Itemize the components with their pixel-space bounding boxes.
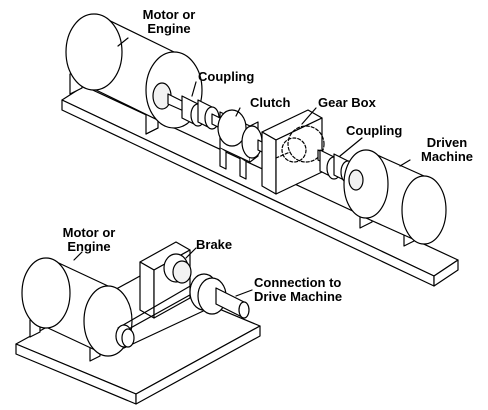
label-connection: Connection to Drive Machine xyxy=(254,276,342,304)
label-gear-box: Gear Box xyxy=(318,95,376,110)
label-driven-line2: Machine xyxy=(420,149,473,164)
brake-drum xyxy=(163,253,192,284)
label-driven-machine: Driven Machine xyxy=(412,136,482,164)
motor-top xyxy=(65,13,203,129)
motor-bottom xyxy=(21,257,133,357)
motor-pulley xyxy=(115,324,135,348)
label-motor-top-line1: Motor or xyxy=(142,7,196,22)
label-coupling-1: Coupling xyxy=(198,69,255,84)
clutch xyxy=(217,109,263,180)
label-motor-bottom-line1: Motor or xyxy=(62,225,116,240)
label-motor-bottom-line2: Engine xyxy=(67,239,111,254)
label-connection-line1: Connection to xyxy=(254,275,342,290)
label-motor-top-line2: Engine xyxy=(147,21,191,36)
label-connection-line2: Drive Machine xyxy=(254,289,343,304)
label-coupling-2: Coupling xyxy=(346,123,403,138)
label-motor-bottom: Motor or Engine xyxy=(54,226,124,254)
gear-box xyxy=(261,109,325,195)
label-brake: Brake xyxy=(196,237,233,252)
label-clutch: Clutch xyxy=(250,95,291,110)
label-driven-line1: Driven xyxy=(426,135,468,150)
leader-lines xyxy=(73,37,411,297)
output-shaft xyxy=(215,287,250,319)
label-motor-top: Motor or Engine xyxy=(134,8,204,36)
driven-machine xyxy=(343,149,447,245)
coupling-1 xyxy=(181,95,220,130)
